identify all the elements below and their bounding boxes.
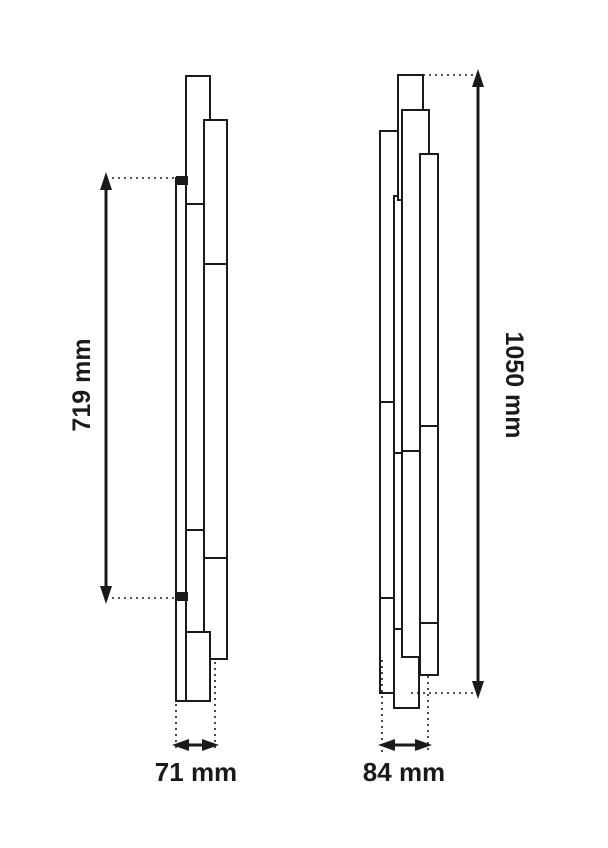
left-height-arrow-up: [100, 172, 112, 190]
left-view-bar-3-seg-2: [203, 263, 228, 560]
right-view-geometry: [379, 74, 439, 709]
left-view-geometry: [175, 75, 228, 702]
left-width-extension-lines: [175, 596, 216, 752]
left-height-dimension-label: 719 mm: [68, 338, 96, 431]
right-width-arrow-right: [415, 739, 432, 751]
right-width-dimension: [378, 739, 432, 751]
right-width-arrow-left: [378, 739, 395, 751]
left-view-bar-2-foot: [185, 631, 211, 702]
right-view-bar-5-seg-1: [419, 153, 439, 427]
left-width-arrow-left: [172, 739, 189, 751]
left-view-mount-blocks: [176, 176, 188, 601]
right-view-bar-5-seg-2: [419, 425, 439, 624]
right-height-dimension: [472, 69, 484, 699]
left-width-dimension-label: 71 mm: [155, 757, 237, 787]
right-height-dimension-label: 1050 mm: [500, 331, 528, 438]
left-view-extension-lines: [106, 177, 180, 599]
right-view-bar-5-seg-3: [419, 622, 439, 676]
right-height-arrow-up: [472, 69, 484, 87]
right-height-arrow-down: [472, 681, 484, 699]
left-height-dimension: [100, 172, 112, 604]
right-width-dimension-label: 84 mm: [363, 757, 445, 787]
left-width-dimension: [172, 739, 219, 751]
left-height-arrow-down: [100, 586, 112, 604]
left-view-mount-block-top: [176, 176, 188, 185]
right-view-extension-lines: [411, 74, 474, 694]
right-width-extension-lines: [381, 660, 429, 752]
left-view-mount-block-bottom: [176, 592, 188, 601]
left-width-arrow-right: [202, 739, 219, 751]
left-view-bar-3-seg-1: [203, 119, 228, 266]
